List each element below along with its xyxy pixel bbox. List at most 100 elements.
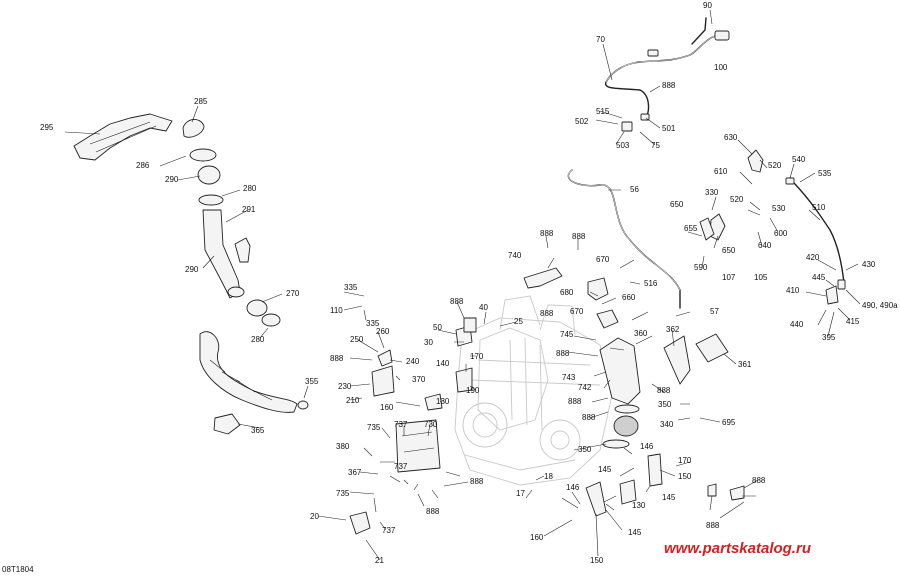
callout-420[interactable]: 420 — [806, 253, 820, 262]
callout-145[interactable]: 145 — [628, 528, 642, 537]
callout-270[interactable]: 270 — [286, 289, 300, 298]
callout-535[interactable]: 535 — [818, 169, 832, 178]
callout-250[interactable]: 250 — [350, 335, 364, 344]
callout-291[interactable]: 291 — [242, 205, 256, 214]
callout-888[interactable]: 888 — [706, 521, 720, 530]
callout-730[interactable]: 730 — [424, 420, 438, 429]
callout-395[interactable]: 395 — [822, 333, 836, 342]
callout-737[interactable]: 737 — [394, 420, 408, 429]
callout-75[interactable]: 75 — [651, 141, 660, 150]
callout-640[interactable]: 640 — [758, 241, 772, 250]
callout-140[interactable]: 140 — [436, 359, 450, 368]
callout-335[interactable]: 335 — [366, 319, 380, 328]
callout-743[interactable]: 743 — [562, 373, 576, 382]
callout-630[interactable]: 630 — [724, 133, 738, 142]
callout-735[interactable]: 735 — [367, 423, 381, 432]
callout-490-490a[interactable]: 490, 490a — [862, 301, 898, 310]
callout-610[interactable]: 610 — [714, 167, 728, 176]
callout-367[interactable]: 367 — [348, 468, 362, 477]
callout-280[interactable]: 280 — [243, 184, 257, 193]
callout-150[interactable]: 150 — [678, 472, 692, 481]
callout-362[interactable]: 362 — [666, 325, 680, 334]
callout-502[interactable]: 502 — [575, 117, 589, 126]
callout-240[interactable]: 240 — [406, 357, 420, 366]
callout-20[interactable]: 20 — [310, 512, 319, 521]
callout-170[interactable]: 170 — [470, 352, 484, 361]
callout-888[interactable]: 888 — [426, 507, 440, 516]
callout-70[interactable]: 70 — [596, 35, 605, 44]
callout-25[interactable]: 25 — [514, 317, 523, 326]
callout-516[interactable]: 516 — [644, 279, 658, 288]
callout-888[interactable]: 888 — [657, 386, 671, 395]
callout-650[interactable]: 650 — [722, 246, 736, 255]
callout-145[interactable]: 145 — [662, 493, 676, 502]
callout-370[interactable]: 370 — [412, 375, 426, 384]
callout-888[interactable]: 888 — [540, 229, 554, 238]
callout-440[interactable]: 440 — [790, 320, 804, 329]
callout-503[interactable]: 503 — [616, 141, 630, 150]
callout-56[interactable]: 56 — [630, 185, 639, 194]
callout-515[interactable]: 515 — [596, 107, 610, 116]
callout-888[interactable]: 888 — [470, 477, 484, 486]
callout-21[interactable]: 21 — [375, 556, 384, 565]
callout-40[interactable]: 40 — [479, 303, 488, 312]
callout-130[interactable]: 130 — [632, 501, 646, 510]
callout-510[interactable]: 510 — [812, 203, 826, 212]
callout-355[interactable]: 355 — [305, 377, 319, 386]
callout-888[interactable]: 888 — [330, 354, 344, 363]
callout-145[interactable]: 145 — [598, 465, 612, 474]
callout-660[interactable]: 660 — [622, 293, 636, 302]
callout-888[interactable]: 888 — [450, 297, 464, 306]
callout-742[interactable]: 742 — [578, 383, 592, 392]
callout-600[interactable]: 600 — [774, 229, 788, 238]
callout-380[interactable]: 380 — [336, 442, 350, 451]
callout-695[interactable]: 695 — [722, 418, 736, 427]
callout-350[interactable]: 350 — [658, 400, 672, 409]
callout-105[interactable]: 105 — [754, 273, 768, 282]
callout-655[interactable]: 655 — [684, 224, 698, 233]
callout-295[interactable]: 295 — [40, 123, 54, 132]
callout-146[interactable]: 146 — [640, 442, 654, 451]
callout-30[interactable]: 30 — [424, 338, 433, 347]
callout-350[interactable]: 350 — [578, 445, 592, 454]
callout-190[interactable]: 190 — [466, 386, 480, 395]
callout-888[interactable]: 888 — [556, 349, 570, 358]
callout-160[interactable]: 160 — [530, 533, 544, 542]
callout-286[interactable]: 286 — [136, 161, 150, 170]
callout-680[interactable]: 680 — [560, 288, 574, 297]
callout-107[interactable]: 107 — [722, 273, 736, 282]
callout-670[interactable]: 670 — [596, 255, 610, 264]
callout-330[interactable]: 330 — [705, 188, 719, 197]
callout-110[interactable]: 110 — [330, 306, 343, 315]
callout-530[interactable]: 530 — [772, 204, 786, 213]
callout-17[interactable]: 17 — [516, 489, 525, 498]
callout-260[interactable]: 260 — [376, 327, 390, 336]
callout-361[interactable]: 361 — [738, 360, 752, 369]
callout-365[interactable]: 365 — [251, 426, 265, 435]
callout-540[interactable]: 540 — [792, 155, 806, 164]
callout-650[interactable]: 650 — [670, 200, 684, 209]
callout-130[interactable]: 130 — [436, 397, 450, 406]
callout-360[interactable]: 360 — [634, 329, 648, 338]
callout-50[interactable]: 50 — [433, 323, 442, 332]
callout-150[interactable]: 150 — [590, 556, 604, 565]
callout-285[interactable]: 285 — [194, 97, 208, 106]
callout-888[interactable]: 888 — [540, 309, 554, 318]
callout-520[interactable]: 520 — [768, 161, 782, 170]
callout-737[interactable]: 737 — [394, 462, 408, 471]
callout-670[interactable]: 670 — [570, 307, 584, 316]
callout-888[interactable]: 888 — [582, 413, 596, 422]
callout-90[interactable]: 90 — [703, 1, 712, 10]
callout-100[interactable]: 100 — [714, 63, 728, 72]
callout-740[interactable]: 740 — [508, 251, 522, 260]
callout-888[interactable]: 888 — [662, 81, 676, 90]
callout-170[interactable]: 170 — [678, 456, 692, 465]
callout-430[interactable]: 430 — [862, 260, 876, 269]
callout-230[interactable]: 230 — [338, 382, 352, 391]
callout-445[interactable]: 445 — [812, 273, 826, 282]
callout-501[interactable]: 501 — [662, 124, 676, 133]
callout-290[interactable]: 290 — [165, 175, 179, 184]
callout-160[interactable]: 160 — [380, 403, 394, 412]
callout-410[interactable]: 410 — [786, 286, 800, 295]
callout-280[interactable]: 280 — [251, 335, 265, 344]
